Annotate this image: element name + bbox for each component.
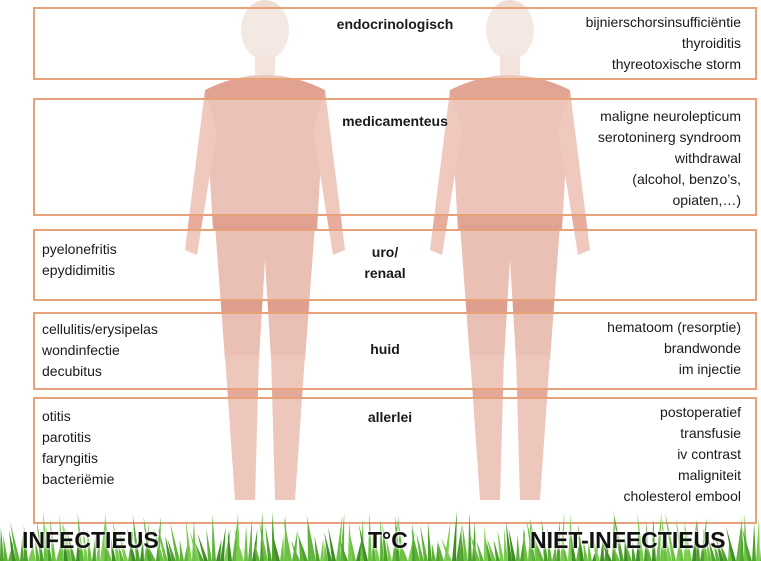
list-item: postoperatief <box>623 402 741 423</box>
grass-blade <box>432 543 436 561</box>
list-skin-infectious: cellulitis/erysipelas wondinfectie decub… <box>42 319 158 382</box>
list-endocrine-noninfectious: bijnierschorsinsufficiëntie thyroiditis … <box>586 12 741 75</box>
list-item: decubitus <box>42 361 158 382</box>
footer-noninfectious-label: NIET-INFECTIEUS <box>530 527 726 554</box>
category-skin: huid <box>355 341 415 357</box>
list-item: thyreotoxische storm <box>586 54 741 75</box>
list-item: bacteriëmie <box>42 469 114 490</box>
category-misc: allerlei <box>355 409 425 425</box>
grass-blade <box>212 514 216 561</box>
list-item: maligniteit <box>623 465 741 486</box>
grass-blade <box>752 523 756 561</box>
grass-blade <box>320 539 324 561</box>
list-item: (alcohol, benzo’s, <box>598 169 741 190</box>
list-misc-infectious: otitis parotitis faryngitis bacteriëmie <box>42 406 114 490</box>
list-item: otitis <box>42 406 114 427</box>
list-item: thyroiditis <box>586 33 741 54</box>
grass-blade <box>280 536 284 561</box>
list-item: wondinfectie <box>42 340 158 361</box>
list-medication-noninfectious: maligne neurolepticum serotoninerg syndr… <box>598 106 741 211</box>
grass-blade <box>428 522 432 561</box>
list-misc-noninfectious: postoperatief transfusie iv contrast mal… <box>623 402 741 507</box>
category-renal-line2: renaal <box>355 263 415 284</box>
grass-blade <box>314 536 320 561</box>
grass-blade <box>180 540 184 561</box>
grass-blade <box>3 535 8 561</box>
list-item: transfusie <box>623 423 741 444</box>
grass-blade <box>244 525 248 561</box>
list-item: serotoninerg syndroom <box>598 127 741 148</box>
category-renal-line1: uro/ <box>355 242 415 263</box>
list-item: parotitis <box>42 427 114 448</box>
list-item: opiaten,…) <box>598 190 741 211</box>
grass-blade <box>0 527 4 561</box>
grass-blade <box>516 535 520 561</box>
category-endocrine: endocrinologisch <box>320 16 470 32</box>
footer-infectious-label: INFECTIEUS <box>22 527 159 554</box>
grass-blade <box>756 518 760 561</box>
category-medication: medicamenteus <box>325 113 465 129</box>
list-item: maligne neurolepticum <box>598 106 741 127</box>
grass-blade <box>452 511 457 561</box>
list-item: cholesterol embool <box>623 486 741 507</box>
list-item: im injectie <box>607 359 741 380</box>
list-item: pyelonefritis <box>42 239 117 260</box>
list-item: iv contrast <box>623 444 741 465</box>
grass-blade <box>484 526 488 561</box>
list-renal-infectious: pyelonefritis epydidimitis <box>42 239 117 281</box>
list-item: epydidimitis <box>42 260 117 281</box>
footer-temperature-label: T°C <box>368 527 408 554</box>
list-item: withdrawal <box>598 148 741 169</box>
list-skin-noninfectious: hematoom (resorptie) brandwonde im injec… <box>607 317 741 380</box>
grass-blade <box>206 529 212 561</box>
category-renal: uro/ renaal <box>355 242 415 284</box>
list-item: hematoom (resorptie) <box>607 317 741 338</box>
list-item: brandwonde <box>607 338 741 359</box>
grass-blade <box>468 513 472 561</box>
list-item: bijnierschorsinsufficiëntie <box>586 12 741 33</box>
grass-blade <box>248 519 252 561</box>
list-item: faryngitis <box>42 448 114 469</box>
grass-blade <box>348 520 352 561</box>
list-item: cellulitis/erysipelas <box>42 319 158 340</box>
